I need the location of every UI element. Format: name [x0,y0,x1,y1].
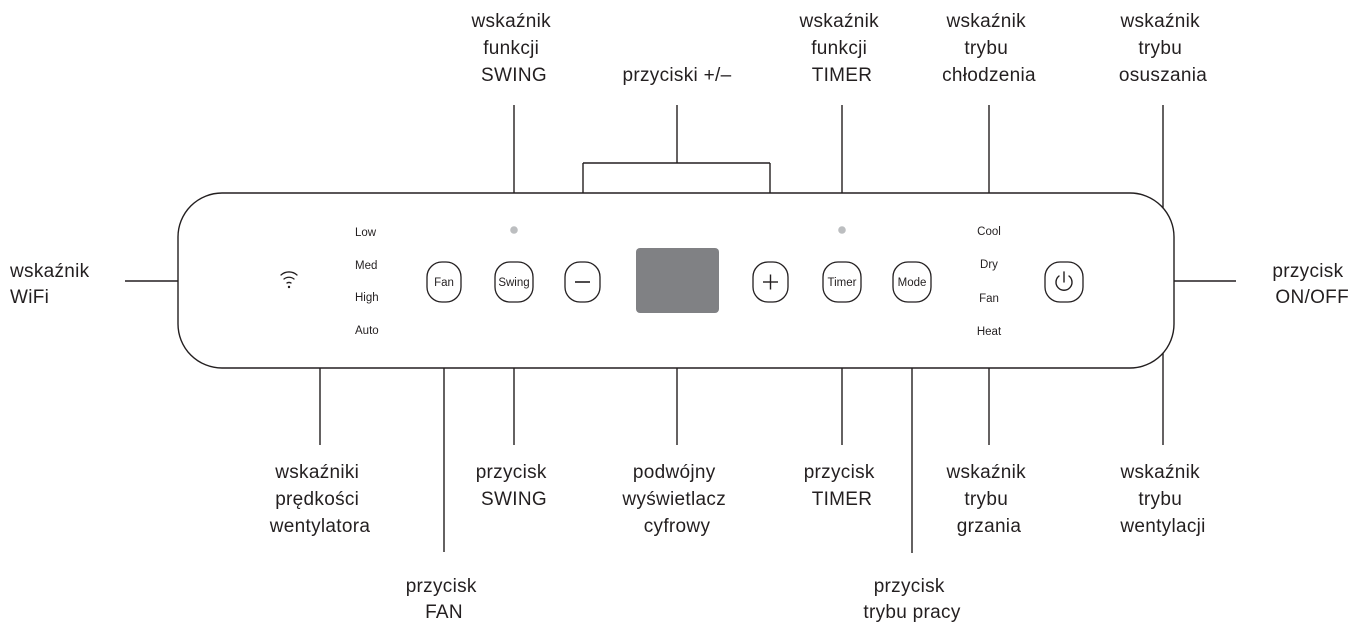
callout-fan-speed-indicators: wskaźniki prędkości wentylatora [269,462,371,537]
minus-button[interactable] [564,261,601,303]
speed-label-high: High [355,292,379,304]
callout-mode-button: przycisk trybu pracy [863,576,960,623]
plus-button[interactable] [752,261,789,303]
callout-dual-display: podwójny wyświetlacz cyfrowy [621,462,731,537]
swing-indicator-led [510,226,518,234]
swing-button[interactable]: Swing [494,261,534,303]
callout-swing-indicator: wskaźnik funkcji SWING [470,11,556,86]
callout-cool-indicator: wskaźnik trybu chłodzenia [942,11,1036,86]
fan-button[interactable]: Fan [426,261,462,303]
callout-timer-indicator: wskaźnik funkcji TIMER [798,11,884,86]
swing-button-label: Swing [498,277,529,289]
callout-swing-button: przycisk SWING [476,462,553,510]
mode-button-label: Mode [898,277,927,289]
callout-heat-indicator: wskaźnik trybu grzania [945,462,1031,537]
timer-button-label: Timer [828,277,857,289]
wifi-icon [280,271,298,289]
callout-fan-mode-indicator: wskaźnik trybu wentylacji [1119,462,1205,537]
callout-plus-minus: przyciski +/– [623,65,732,86]
fan-button-label: Fan [434,277,454,289]
mode-labels: Cool Dry Fan Heat [977,226,1002,338]
callout-labels: wskaźnik funkcji SWING przyciski +/– wsk… [9,11,1349,623]
mode-label-dry: Dry [980,259,998,271]
mode-label-cool: Cool [977,226,1001,238]
mode-button[interactable]: Mode [892,261,932,303]
callout-fan-button: przycisk FAN [406,576,483,623]
callout-dry-indicator: wskaźnik trybu osuszania [1119,11,1207,86]
mode-label-heat: Heat [977,326,1002,338]
plus-icon [763,274,778,290]
dual-digital-display [636,248,719,313]
fan-speed-labels: Low Med High Auto [355,227,379,337]
callout-onoff-button: przycisk ON/OFF [1272,261,1349,308]
speed-label-med: Med [355,260,377,272]
timer-indicator-led [838,226,846,234]
speed-label-auto: Auto [355,325,379,337]
mode-label-fan: Fan [979,293,999,305]
power-icon [1055,271,1073,291]
callout-timer-button: przycisk TIMER [804,462,881,510]
timer-button[interactable]: Timer [822,261,862,303]
callout-wifi-indicator: wskaźnik WiFi [9,261,95,308]
power-button[interactable] [1044,261,1084,303]
speed-label-low: Low [355,227,377,239]
